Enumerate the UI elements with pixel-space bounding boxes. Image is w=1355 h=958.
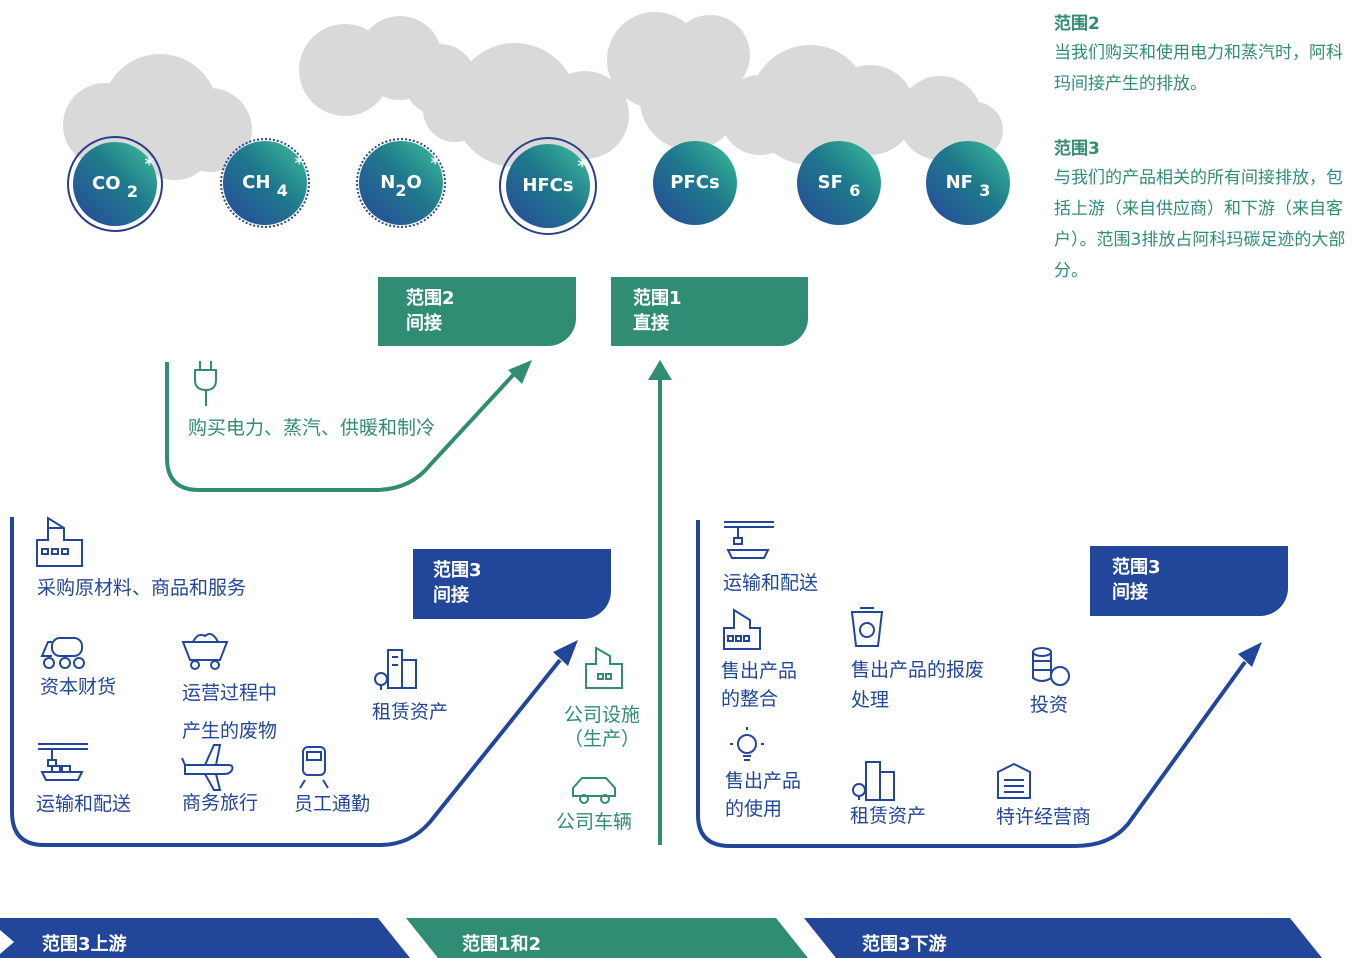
hfcs-circle: HFCs * <box>506 144 590 228</box>
upstream-chevron-notch <box>0 930 14 954</box>
scope2-purchased-energy-label: 购买电力、蒸汽、供暖和制冷 <box>188 417 436 439</box>
upstream-waste-label: 运营过程中产生的废物 <box>182 682 278 742</box>
upstream-arrowhead <box>553 640 578 666</box>
ch4-ring <box>220 138 310 228</box>
co2-circle: CO 2 * <box>73 142 157 226</box>
nf3-circle: NF 3 <box>926 141 1010 225</box>
downstream-use-label: 售出产品的使用 <box>725 770 802 820</box>
leased-building-icon-upstream <box>374 649 417 690</box>
factory-icon-upstream <box>36 516 83 567</box>
hfcs-ring <box>499 137 597 235</box>
upstream-leased-assets-label: 租赁资产 <box>372 701 449 723</box>
scope1-facilities-label: 公司设施（生产） <box>563 704 640 750</box>
airplane-icon <box>181 744 234 791</box>
downstream-investment-label: 投资 <box>1030 694 1069 716</box>
upstream-transport-label: 运输和配送 <box>36 793 132 815</box>
downstream-processing-label: 售出产品的整合 <box>721 660 798 710</box>
scope1-arrowhead <box>648 360 672 380</box>
car-icon <box>572 777 616 804</box>
plug-icon <box>194 361 217 406</box>
crane-ship-icon-upstream <box>38 743 88 781</box>
side-scope3-text: 与我们的产品相关的所有间接排放，包括上游（来自供应商）和下游（来自客户）。范围3… <box>1054 168 1346 281</box>
downstream-franchise-label: 特许经营商 <box>996 806 1092 828</box>
side-scope3-title: 范围3 <box>1054 139 1100 159</box>
co2-ring <box>67 136 163 232</box>
scope2-arrowhead <box>508 360 532 384</box>
truck-icon <box>40 637 85 669</box>
downstream-chevron <box>804 918 1322 958</box>
factory-icon-scope1 <box>585 646 623 689</box>
upstream-commuting-label: 员工通勤 <box>294 793 371 815</box>
n2o-ring <box>356 138 446 228</box>
crane-ship-icon-downstream <box>724 521 774 559</box>
upstream-capital-goods-label: 资本财货 <box>40 676 117 698</box>
scope1-vehicles-label: 公司车辆 <box>556 811 633 833</box>
factory-icon-downstream <box>723 608 761 650</box>
franchise-building-icon <box>997 762 1031 799</box>
sf6-circle: SF 6 <box>797 141 881 225</box>
upstream-business-travel-label: 商务旅行 <box>182 792 259 814</box>
downstream-arrowhead <box>1238 642 1262 667</box>
downstream-end-of-life-label: 售出产品的报废处理 <box>851 659 985 711</box>
side-scope2-title: 范围2 <box>1054 14 1100 34</box>
downstream-leased-assets-label: 租赁资产 <box>850 805 927 827</box>
ch4-circle: CH 4 * <box>223 141 307 225</box>
scope12-chevron <box>406 918 808 958</box>
n2o-circle: N2O * <box>359 141 443 225</box>
leased-building-icon-downstream <box>852 761 895 801</box>
bar-scope12-label: 范围1和2 <box>462 934 542 955</box>
upstream-chevron <box>0 918 410 958</box>
bar-upstream-label: 范围3上游 <box>42 934 127 955</box>
recycle-bin-icon <box>850 607 884 647</box>
train-icon <box>299 746 329 789</box>
coins-euro-icon <box>1032 647 1070 686</box>
side-scope2-text: 当我们购买和使用电力和蒸汽时，阿科玛间接产生的排放。 <box>1054 43 1343 94</box>
upstream-raw-materials-label: 采购原材料、商品和服务 <box>37 577 247 599</box>
bar-downstream-label: 范围3下游 <box>862 934 947 955</box>
downstream-transport-label: 运输和配送 <box>723 572 819 594</box>
mine-cart-icon <box>181 633 229 670</box>
pfcs-circle: PFCs <box>653 141 737 225</box>
lightbulb-icon <box>730 727 764 761</box>
